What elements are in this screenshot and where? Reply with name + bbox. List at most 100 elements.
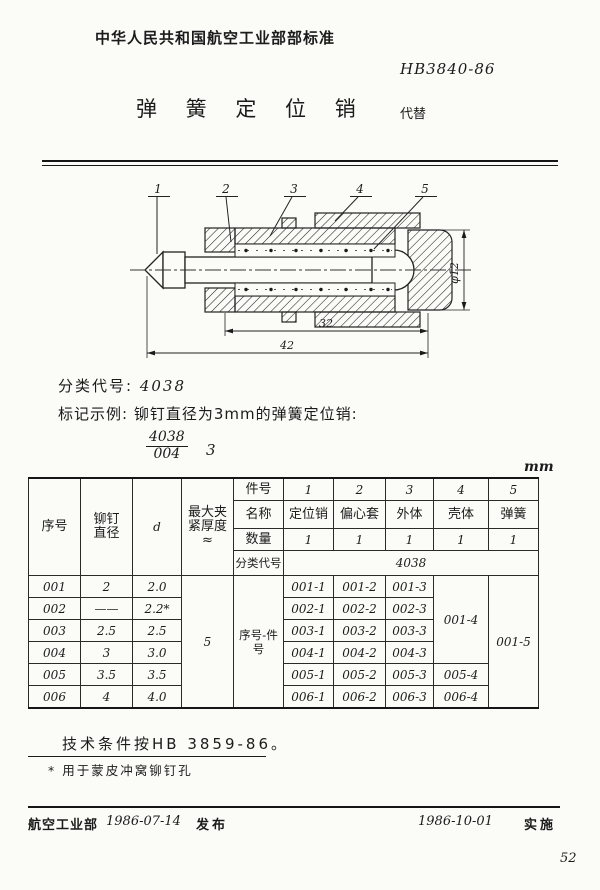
th-d: d	[132, 477, 182, 576]
th-max-line1: 最大夹	[187, 505, 227, 520]
leader-line-5	[373, 196, 424, 250]
implementation-label: 实施	[524, 818, 557, 833]
footnote: * 用于蒙皮冲窝铆钉孔	[48, 760, 193, 779]
table-cell: 001	[28, 575, 81, 598]
qty-1: 1	[283, 528, 334, 551]
page-title: 弹 簧 定 位 销	[136, 97, 367, 121]
table-cell: 005-1	[283, 663, 334, 686]
part-label-3: 3	[290, 182, 298, 196]
th-class-code: 分类代号	[233, 550, 284, 576]
assembly-drawing: 1 2 3 4 5 32 42 φ12	[130, 182, 474, 358]
marking-text: 铆钉直径为3mm的弹簧定位销:	[133, 405, 358, 423]
shell-wall-top	[314, 212, 421, 229]
standard-number: HB3840-86	[400, 60, 496, 78]
leader-line-3	[269, 196, 293, 237]
th-rivet-line2: 直径	[93, 526, 120, 541]
part-name-4: 壳体	[433, 500, 489, 529]
page-number: 52	[560, 851, 577, 866]
class-code-value: 4038	[283, 550, 539, 576]
table-cell: 3.5	[132, 663, 182, 686]
table-cell: 001-1	[283, 575, 334, 598]
part-no-4: 4	[433, 477, 489, 501]
technical-conditions-note: 技术条件按HB 3859-86。	[62, 735, 290, 753]
table-cell: 005-4	[433, 663, 489, 686]
designation-size: 3	[206, 441, 216, 459]
sleeve-flange-top	[281, 217, 297, 229]
outer-body-wall-top	[234, 227, 396, 245]
classification-value: 4038	[139, 377, 187, 395]
table-cell: 002-3	[385, 597, 434, 620]
table-cell: 2	[80, 575, 133, 598]
spring-coil-dots	[244, 248, 390, 292]
table-cell: 004-2	[333, 641, 386, 664]
max-thickness-value: 5	[181, 575, 234, 709]
footnote-text: 用于蒙皮冲窝铆钉孔	[62, 763, 193, 778]
spring-bottom	[234, 282, 396, 297]
table-cell: 005-3	[385, 663, 434, 686]
table-cell: 006-3	[385, 685, 434, 709]
table-cell: 3.0	[132, 641, 182, 664]
table-cell: 006-2	[333, 685, 386, 709]
dim-text-42: 42	[279, 339, 294, 352]
table-cell: 2.0	[132, 575, 182, 598]
sleeve-section-bottom	[204, 287, 236, 313]
th-seq: 序号	[28, 477, 81, 576]
part-no-5: 5	[488, 477, 539, 501]
qty-4: 1	[433, 528, 489, 551]
p4-merged-cell: 001-4	[433, 575, 489, 664]
part-name-1: 定位销	[283, 500, 334, 529]
marking-label: 标记示例:	[58, 405, 129, 423]
fraction-denominator: 004	[153, 446, 181, 462]
part-name-2: 偏心套	[333, 500, 386, 529]
footnote-asterisk: *	[48, 763, 57, 778]
th-max-line2: 紧厚度	[187, 519, 227, 534]
outer-body-wall-bottom	[234, 295, 396, 313]
table-cell: 006-4	[433, 685, 489, 709]
parts-table: 序号 铆钉 直径 d 最大夹 紧厚度 ≈ 件号 1 2 3 4 5 名称 定位销…	[28, 477, 539, 709]
header-divider	[42, 160, 558, 166]
table-cell: ——	[80, 597, 133, 620]
table-cell: 2.5	[132, 619, 182, 642]
table-cell: 005-2	[333, 663, 386, 686]
issue-date: 1986-07-14	[106, 814, 181, 829]
table-cell: 004-1	[283, 641, 334, 664]
sleeve-flange-bottom	[281, 311, 297, 323]
table-cell: 004-3	[385, 641, 434, 664]
dim-text-32: 32	[319, 317, 333, 330]
table-cell: 001-3	[385, 575, 434, 598]
table-cell: 006	[28, 685, 81, 709]
th-part-no: 件号	[233, 477, 284, 501]
th-qty: 数量	[233, 528, 284, 551]
table-cell: 002-2	[333, 597, 386, 620]
table-cell: 002	[28, 597, 81, 620]
part-label-1: 1	[154, 182, 162, 196]
dimension-arrows	[147, 230, 467, 356]
th-rivet-dia: 铆钉 直径	[80, 477, 133, 576]
qty-2: 1	[333, 528, 386, 551]
part-label-5: 5	[421, 182, 429, 196]
p5-merged-cell: 001-5	[488, 575, 539, 709]
table-cell: 003-2	[333, 619, 386, 642]
part-no-2: 2	[333, 477, 386, 501]
unit-label: mm	[524, 459, 554, 475]
supersedes-label: 代替	[400, 107, 427, 122]
th-max-thickness: 最大夹 紧厚度 ≈	[181, 477, 234, 576]
part-label-4: 4	[355, 182, 364, 196]
footer: 航空工业部 1986-07-14 发布 1986-10-01 实施	[0, 814, 600, 834]
part-label-2: 2	[221, 182, 230, 196]
th-max-line3: ≈	[202, 533, 213, 548]
part-name-3: 外体	[385, 500, 434, 529]
shell-wall-bottom	[314, 311, 421, 328]
marking-example-line: 标记示例: 铆钉直径为3mm的弹簧定位销:	[58, 403, 358, 424]
classification-label: 分类代号:	[58, 377, 134, 395]
standard-org-title: 中华人民共和国航空工业部部标准	[95, 29, 336, 47]
th-rivet-line1: 铆钉	[93, 512, 120, 527]
table-cell: 2.5	[80, 619, 133, 642]
dim-text-dia: φ12	[448, 262, 461, 284]
classification-line: 分类代号: 4038	[58, 375, 186, 396]
table-cell: 003-1	[283, 619, 334, 642]
footnote-divider	[28, 756, 266, 757]
leader-line-2	[225, 196, 232, 243]
table-cell: 2.2*	[132, 597, 182, 620]
